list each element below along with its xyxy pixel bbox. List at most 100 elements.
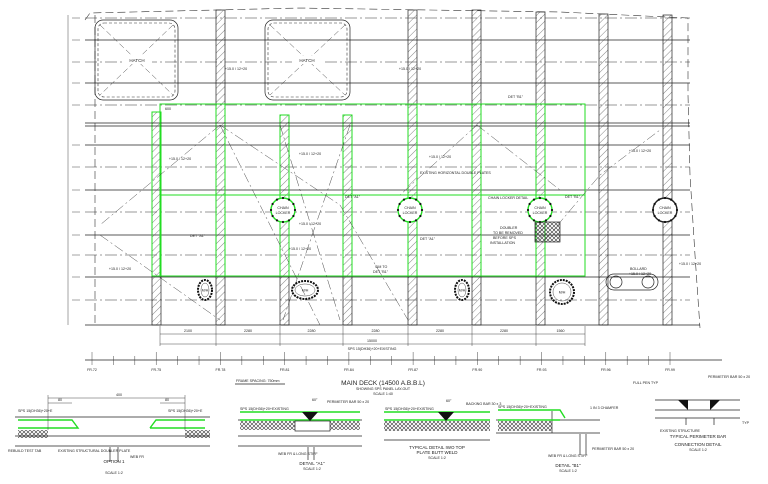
frame-spacing: FRAME SPACING: 750mm bbox=[236, 379, 279, 383]
web-frame bbox=[471, 9, 482, 326]
manhole-label: M/H bbox=[559, 291, 566, 295]
detail-a1: SPS 15(DH36)+20+EXISTING PERIMETER BAR 5… bbox=[238, 398, 369, 471]
bollard-label: BOLLARD bbox=[630, 267, 647, 271]
perimeter-bar-note: PERIMETER BAR 50 x 20 bbox=[708, 375, 750, 379]
frame-label: FR.72 bbox=[87, 368, 97, 372]
perimeter-bar-note: PERIMETER BAR 50 x 20 bbox=[592, 447, 634, 451]
plate-thickness-label: +15.0 / 12+20 bbox=[289, 247, 311, 251]
plate-thickness-label: +15.0 / 12+20 bbox=[299, 152, 321, 156]
det-a1-ref: DET "A1" bbox=[420, 237, 436, 241]
plate-thickness-label: +15.0 / 12+20 bbox=[109, 267, 131, 271]
detail-title: OPTION 1 bbox=[103, 459, 125, 464]
manhole-label: M/H bbox=[202, 289, 209, 293]
doubler-note: TO BE REMOVED bbox=[493, 231, 523, 235]
frame-label: FR.99 bbox=[665, 368, 675, 372]
doubler-note: DOUBLER bbox=[500, 226, 518, 230]
sps-note: SPS 15(DH36)+20+E bbox=[168, 409, 203, 413]
manhole: M/H bbox=[454, 279, 470, 301]
dimension-value: 2280 bbox=[308, 329, 316, 333]
chain-locker-label: CHAIN bbox=[404, 206, 416, 210]
web-frame bbox=[215, 9, 226, 326]
overall-dimension: 15000 bbox=[367, 339, 377, 343]
detail-perimeter-bar: PERIMETER BAR 50 x 20 FULL PEN TYP EXIST… bbox=[633, 375, 750, 452]
dimension-value: 2280 bbox=[244, 329, 252, 333]
sps-note: SPS 15(DH36)+20+EXISTING bbox=[385, 407, 434, 411]
dimension-value: 2280 bbox=[436, 329, 444, 333]
chamfer-note: 1 IN 3 CHAMFER bbox=[590, 406, 619, 410]
doubler-note: INSTALLATION bbox=[490, 241, 515, 245]
sim-det-note: SIM TO bbox=[375, 265, 387, 269]
detail-option-1: 400 80 80 SPS 15(DH36)+20+E SPS 15(DH36)… bbox=[8, 393, 210, 475]
frame-ruler: FRAME SPACING: 750mm FR.72 FR.75 FR.78 FR.8… bbox=[85, 352, 722, 385]
web-note: WEB FR & LONG STIFF bbox=[278, 452, 318, 456]
plate-thickness-label: +15.0 / 12+20 bbox=[629, 272, 651, 276]
dim-600: 600 bbox=[165, 107, 171, 111]
sps-note: SPS 15(DH36)+20+EXISTING bbox=[240, 407, 289, 411]
web-frame bbox=[662, 14, 673, 326]
web-note: WEB FR & LONG STIFF bbox=[548, 454, 588, 458]
existing-note: EXISTING STRUCTURAL DOUBLER PLATE bbox=[58, 449, 131, 453]
detail-scale: SCALE 1:2 bbox=[105, 471, 123, 475]
bollard: BOLLARD bbox=[605, 267, 659, 291]
dimension-value: 1560 bbox=[557, 329, 565, 333]
frame-label: FR.78 bbox=[216, 368, 226, 372]
frame-label: FR.75 bbox=[151, 368, 161, 372]
diagonal-lines bbox=[99, 124, 661, 326]
plate-thickness-label: +15.0 / 12+20 bbox=[629, 149, 651, 153]
frame-label: FR.93 bbox=[537, 368, 547, 372]
existing-doubler-note: EXISTING HORIZONTAL DOUBLE PLATES bbox=[420, 171, 491, 175]
frame-label: FR.84 bbox=[344, 368, 354, 372]
weld-angle: 60° bbox=[446, 399, 452, 403]
chain-locker-detail-note: CHAIN LOCKER DETAIL bbox=[488, 196, 528, 200]
full-pen-note: FULL PEN TYP bbox=[633, 381, 659, 385]
detail-title: DETAIL "B1" bbox=[555, 463, 581, 468]
chain-locker-label: LOCKER bbox=[403, 211, 418, 215]
dimension-value: 2100 bbox=[184, 329, 192, 333]
manhole: M/H bbox=[291, 280, 319, 300]
web-frames bbox=[151, 9, 673, 326]
detail-scale: SCALE 1:2 bbox=[559, 469, 577, 473]
web-note: WEB FR bbox=[130, 455, 144, 459]
weld-angle: 60° bbox=[312, 398, 318, 402]
existing-note: EXISTING STRUCTURE bbox=[660, 429, 701, 433]
chain-locker-label: LOCKER bbox=[533, 211, 548, 215]
sps-panel-outline bbox=[159, 103, 586, 277]
det-a1-ref: DET "A1" bbox=[190, 234, 206, 238]
sim-det-note: DET "B1" bbox=[373, 270, 389, 274]
hatch-label: HATCH bbox=[129, 58, 144, 63]
det-b1-ref: DET "B1" bbox=[508, 95, 524, 99]
detail-title: CONNECTION DETAIL bbox=[675, 442, 722, 447]
perimeter-bar-note: PERIMETER BAR 50 x 20 bbox=[327, 400, 369, 404]
detail-title: DETAIL "A1" bbox=[299, 461, 325, 466]
doubler-note: BEFORE SPS bbox=[493, 236, 517, 240]
chain-locker-label: CHAIN bbox=[659, 206, 671, 210]
web-frame bbox=[342, 114, 353, 326]
manhole: M/H bbox=[197, 279, 213, 301]
typ-note: TYP bbox=[742, 421, 750, 425]
plate-thickness-label: +15.0 / 12+20 bbox=[679, 262, 701, 266]
detail-scale: SCALE 1:2 bbox=[428, 456, 446, 460]
doubler-plate: DOUBLER TO BE REMOVED BEFORE SPS INSTALL… bbox=[490, 221, 561, 245]
chain-locker-label: CHAIN bbox=[277, 206, 289, 210]
det-b1-ref: DET "B1" bbox=[565, 195, 581, 199]
chain-locker-label: CHAIN bbox=[534, 206, 546, 210]
web-frame bbox=[535, 11, 546, 326]
sps-note: SPS 15(DH36)+20+EXISTING bbox=[498, 405, 547, 409]
frame-label: FR.96 bbox=[601, 368, 611, 372]
plate-thickness-label: +15.0 / 12+20 bbox=[169, 157, 191, 161]
detail-scale: SCALE 1:2 bbox=[689, 448, 707, 452]
detail-butt-weld: SPS 15(DH36)+20+EXISTING BACKING BAR 30 … bbox=[384, 399, 501, 460]
manhole-label: M/H bbox=[302, 289, 309, 293]
drawing-subtitle: SHOWING SPS PANEL LAY-OUT bbox=[356, 387, 411, 391]
plate-thickness-label: +15.0 / 12+20 bbox=[429, 155, 451, 159]
drawing-title: MAIN DECK (14500 A.B.B.L) bbox=[341, 380, 425, 387]
detail-title: TYPICAL PERIMETER BAR bbox=[670, 434, 727, 439]
plate-thickness-label: +15.0 / 12+20 bbox=[225, 67, 247, 71]
plate-thickness-label: +15.0 / 12+20 bbox=[299, 222, 321, 226]
